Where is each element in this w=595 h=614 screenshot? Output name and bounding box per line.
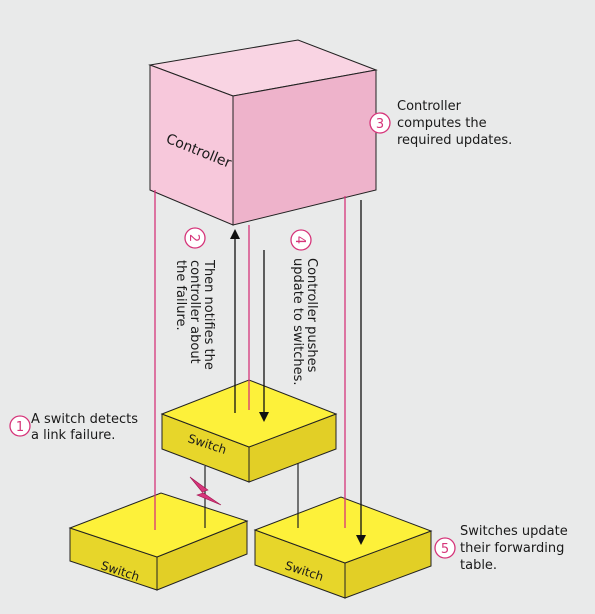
step-1-text-line-2: a link failure.	[31, 428, 115, 443]
switch-bottom-right: Switch	[253, 496, 433, 599]
step-1-circle	[9, 415, 31, 437]
step-3-circle	[369, 112, 391, 134]
step-3-text-line-2: computes the	[397, 116, 487, 131]
step-2: 2 Then notifies the controller about the…	[173, 227, 216, 370]
step-3-text-line-3: required updates.	[397, 133, 512, 148]
switch-bottom-right-top	[253, 496, 433, 564]
controller-node: Controller	[148, 39, 378, 226]
switch-bottom-left: Switch	[68, 492, 249, 591]
step-3: 3 Controller computes the required updat…	[369, 99, 512, 148]
step-5-text-line-1: Switches update	[460, 524, 568, 539]
step-4-text-line-1: Controller pushes	[304, 258, 319, 373]
step-2-text-line-3: the failure.	[173, 260, 188, 331]
controller-side-face	[232, 69, 377, 226]
step-2-number: 2	[186, 234, 201, 242]
step-5: 5 Switches update their forwarding table…	[434, 524, 568, 573]
step-5-text-line-2: their forwarding	[460, 541, 564, 556]
step-2-circle	[184, 227, 206, 249]
step-1: 1 A switch detects a link failure.	[9, 412, 138, 443]
step-2-text-line-1: Then notifies the	[201, 259, 216, 370]
step-5-circle	[434, 537, 456, 559]
step-2-text-line-2: controller about	[187, 260, 202, 364]
switch-bottom-left-top	[68, 492, 249, 558]
step-3-text-line-1: Controller	[397, 99, 462, 114]
step-1-text-line-1: A switch detects	[31, 412, 138, 427]
step-5-text-line-3: table.	[460, 558, 497, 573]
message-arrows	[230, 200, 366, 545]
switch-top-top	[160, 379, 338, 448]
switch-top: Switch	[160, 379, 338, 483]
control-links	[154, 190, 346, 530]
step-4-circle	[290, 229, 312, 251]
step-1-number: 1	[16, 420, 24, 435]
step-4-text-line-2: update to switches.	[290, 258, 305, 386]
step-3-number: 3	[376, 117, 384, 132]
lightning-bolt-icon	[189, 476, 222, 506]
step-5-number: 5	[441, 542, 449, 557]
step-4-number: 4	[292, 236, 307, 244]
step-4: 4 Controller pushes update to switches.	[290, 229, 319, 386]
